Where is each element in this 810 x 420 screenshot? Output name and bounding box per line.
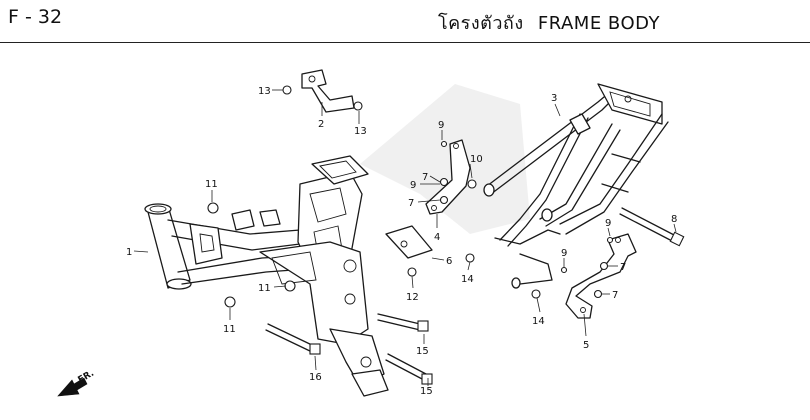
callout-4: 4: [434, 232, 440, 243]
frame-body-diagram: 13 2 13 3 9 10 7 9 7 4 6 11 1 11 11 12 1…: [57, 69, 685, 397]
callout-14: 14: [461, 274, 474, 285]
callout-9: 9: [605, 218, 611, 229]
page-title-thai: โครงตัวถัง: [437, 13, 524, 34]
page-header: F - 32 โครงตัวถัง FRAME BODY: [0, 0, 810, 44]
callout-11: 11: [205, 179, 218, 190]
callout-7: 7: [612, 290, 618, 301]
callout-11: 11: [223, 324, 236, 335]
callout-13: 13: [354, 126, 367, 137]
callout-9: 9: [561, 248, 567, 259]
lower-right-bracket: [565, 233, 637, 319]
leader-lines: [133, 89, 677, 386]
front-direction-indicator: FR.: [57, 369, 96, 397]
main-frame-body: [144, 155, 389, 397]
callout-15: 15: [420, 386, 433, 397]
callout-9: 9: [410, 180, 416, 191]
long-bolt-8: [619, 207, 685, 247]
callout-7: 7: [408, 198, 414, 209]
callout-12: 12: [406, 292, 419, 303]
callout-15: 15: [416, 346, 429, 357]
pivot-bolts: [265, 313, 433, 385]
fasteners: [207, 85, 614, 308]
front-arrow-icon: [57, 377, 88, 397]
callout-1: 1: [126, 247, 132, 258]
callout-11: 11: [258, 283, 271, 294]
callout-6: 6: [446, 256, 452, 267]
callout-7: 7: [620, 262, 626, 273]
header-rule: [0, 42, 810, 43]
callout-3: 3: [551, 93, 557, 104]
callout-2: 2: [318, 119, 324, 130]
callout-5: 5: [583, 340, 589, 351]
callout-16: 16: [309, 372, 322, 383]
callout-13: 13: [258, 86, 271, 97]
callout-labels: 13 2 13 3 9 10 7 9 7 4 6 11 1 11 11 12 1…: [126, 86, 677, 397]
upper-bracket: [301, 69, 355, 113]
watermark: [360, 84, 530, 234]
page-title-english: FRAME BODY: [537, 13, 660, 34]
callout-10: 10: [470, 154, 483, 165]
rear-sub-frame: [483, 83, 669, 289]
callout-14: 14: [532, 316, 545, 327]
callout-8: 8: [671, 214, 677, 225]
callout-9: 9: [438, 120, 444, 131]
small-plate: [385, 225, 433, 259]
page-code: F - 32: [8, 6, 63, 28]
page-title: โครงตัวถัง FRAME BODY: [438, 8, 660, 37]
callout-7: 7: [422, 172, 428, 183]
mid-bracket: [425, 139, 471, 215]
